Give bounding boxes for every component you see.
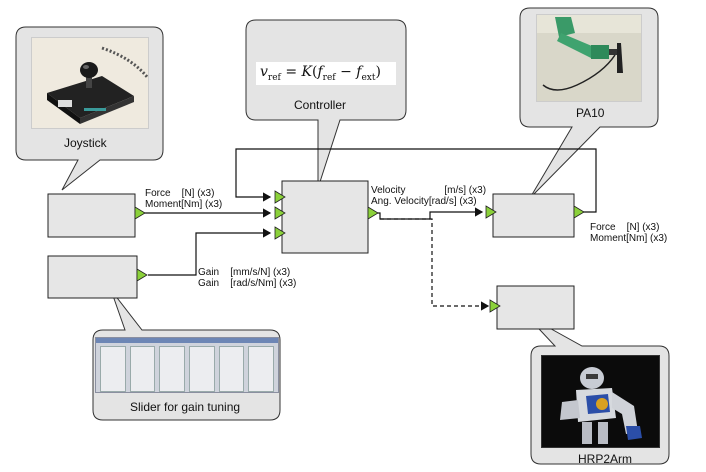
- pa10-component[interactable]: [493, 194, 574, 237]
- slider-column[interactable]: [100, 346, 126, 392]
- slider-column[interactable]: [248, 346, 274, 392]
- slider-port-label: Gain [mm/s/N] (x3) Gain [rad/s/Nm] (x3): [198, 267, 296, 289]
- slider-column[interactable]: [159, 346, 185, 392]
- joystick-caption: Joystick: [64, 136, 107, 150]
- hrp2arm-photo: [541, 355, 660, 448]
- slider-column[interactable]: [189, 346, 215, 392]
- slider-column[interactable]: [219, 346, 245, 392]
- controller-caption: Controller: [294, 98, 346, 112]
- hrp2arm-component[interactable]: [497, 286, 574, 329]
- velocity-wire: [374, 212, 482, 219]
- controller-equation: vref = K(fref − fext): [256, 62, 396, 85]
- hrp2arm-caption: HRP2Arm: [578, 452, 632, 466]
- controller-port-label: Velocity [m/s] (x3) Ang. Velocity[rad/s]…: [371, 185, 486, 207]
- joystick-photo: [31, 37, 149, 129]
- slider-component[interactable]: [48, 256, 137, 298]
- slider-caption: Slider for gain tuning: [130, 400, 240, 414]
- controller-component[interactable]: [282, 181, 368, 253]
- joystick-port-label: Force [N] (x3) Moment[Nm] (x3): [145, 188, 222, 210]
- hrp2arm-dashed-wire: [380, 219, 488, 306]
- pa10-port-label: Force [N] (x3) Moment[Nm] (x3): [590, 222, 667, 244]
- pa10-photo: [536, 14, 642, 102]
- slider-out-port[interactable]: [137, 269, 147, 281]
- controller-out-port[interactable]: [368, 207, 378, 219]
- joystick-out-port[interactable]: [135, 207, 145, 219]
- slider-column[interactable]: [130, 346, 156, 392]
- pa10-caption: PA10: [576, 106, 604, 120]
- joystick-component[interactable]: [48, 194, 135, 237]
- slider-panel[interactable]: [95, 337, 279, 393]
- pa10-out-port[interactable]: [574, 206, 584, 218]
